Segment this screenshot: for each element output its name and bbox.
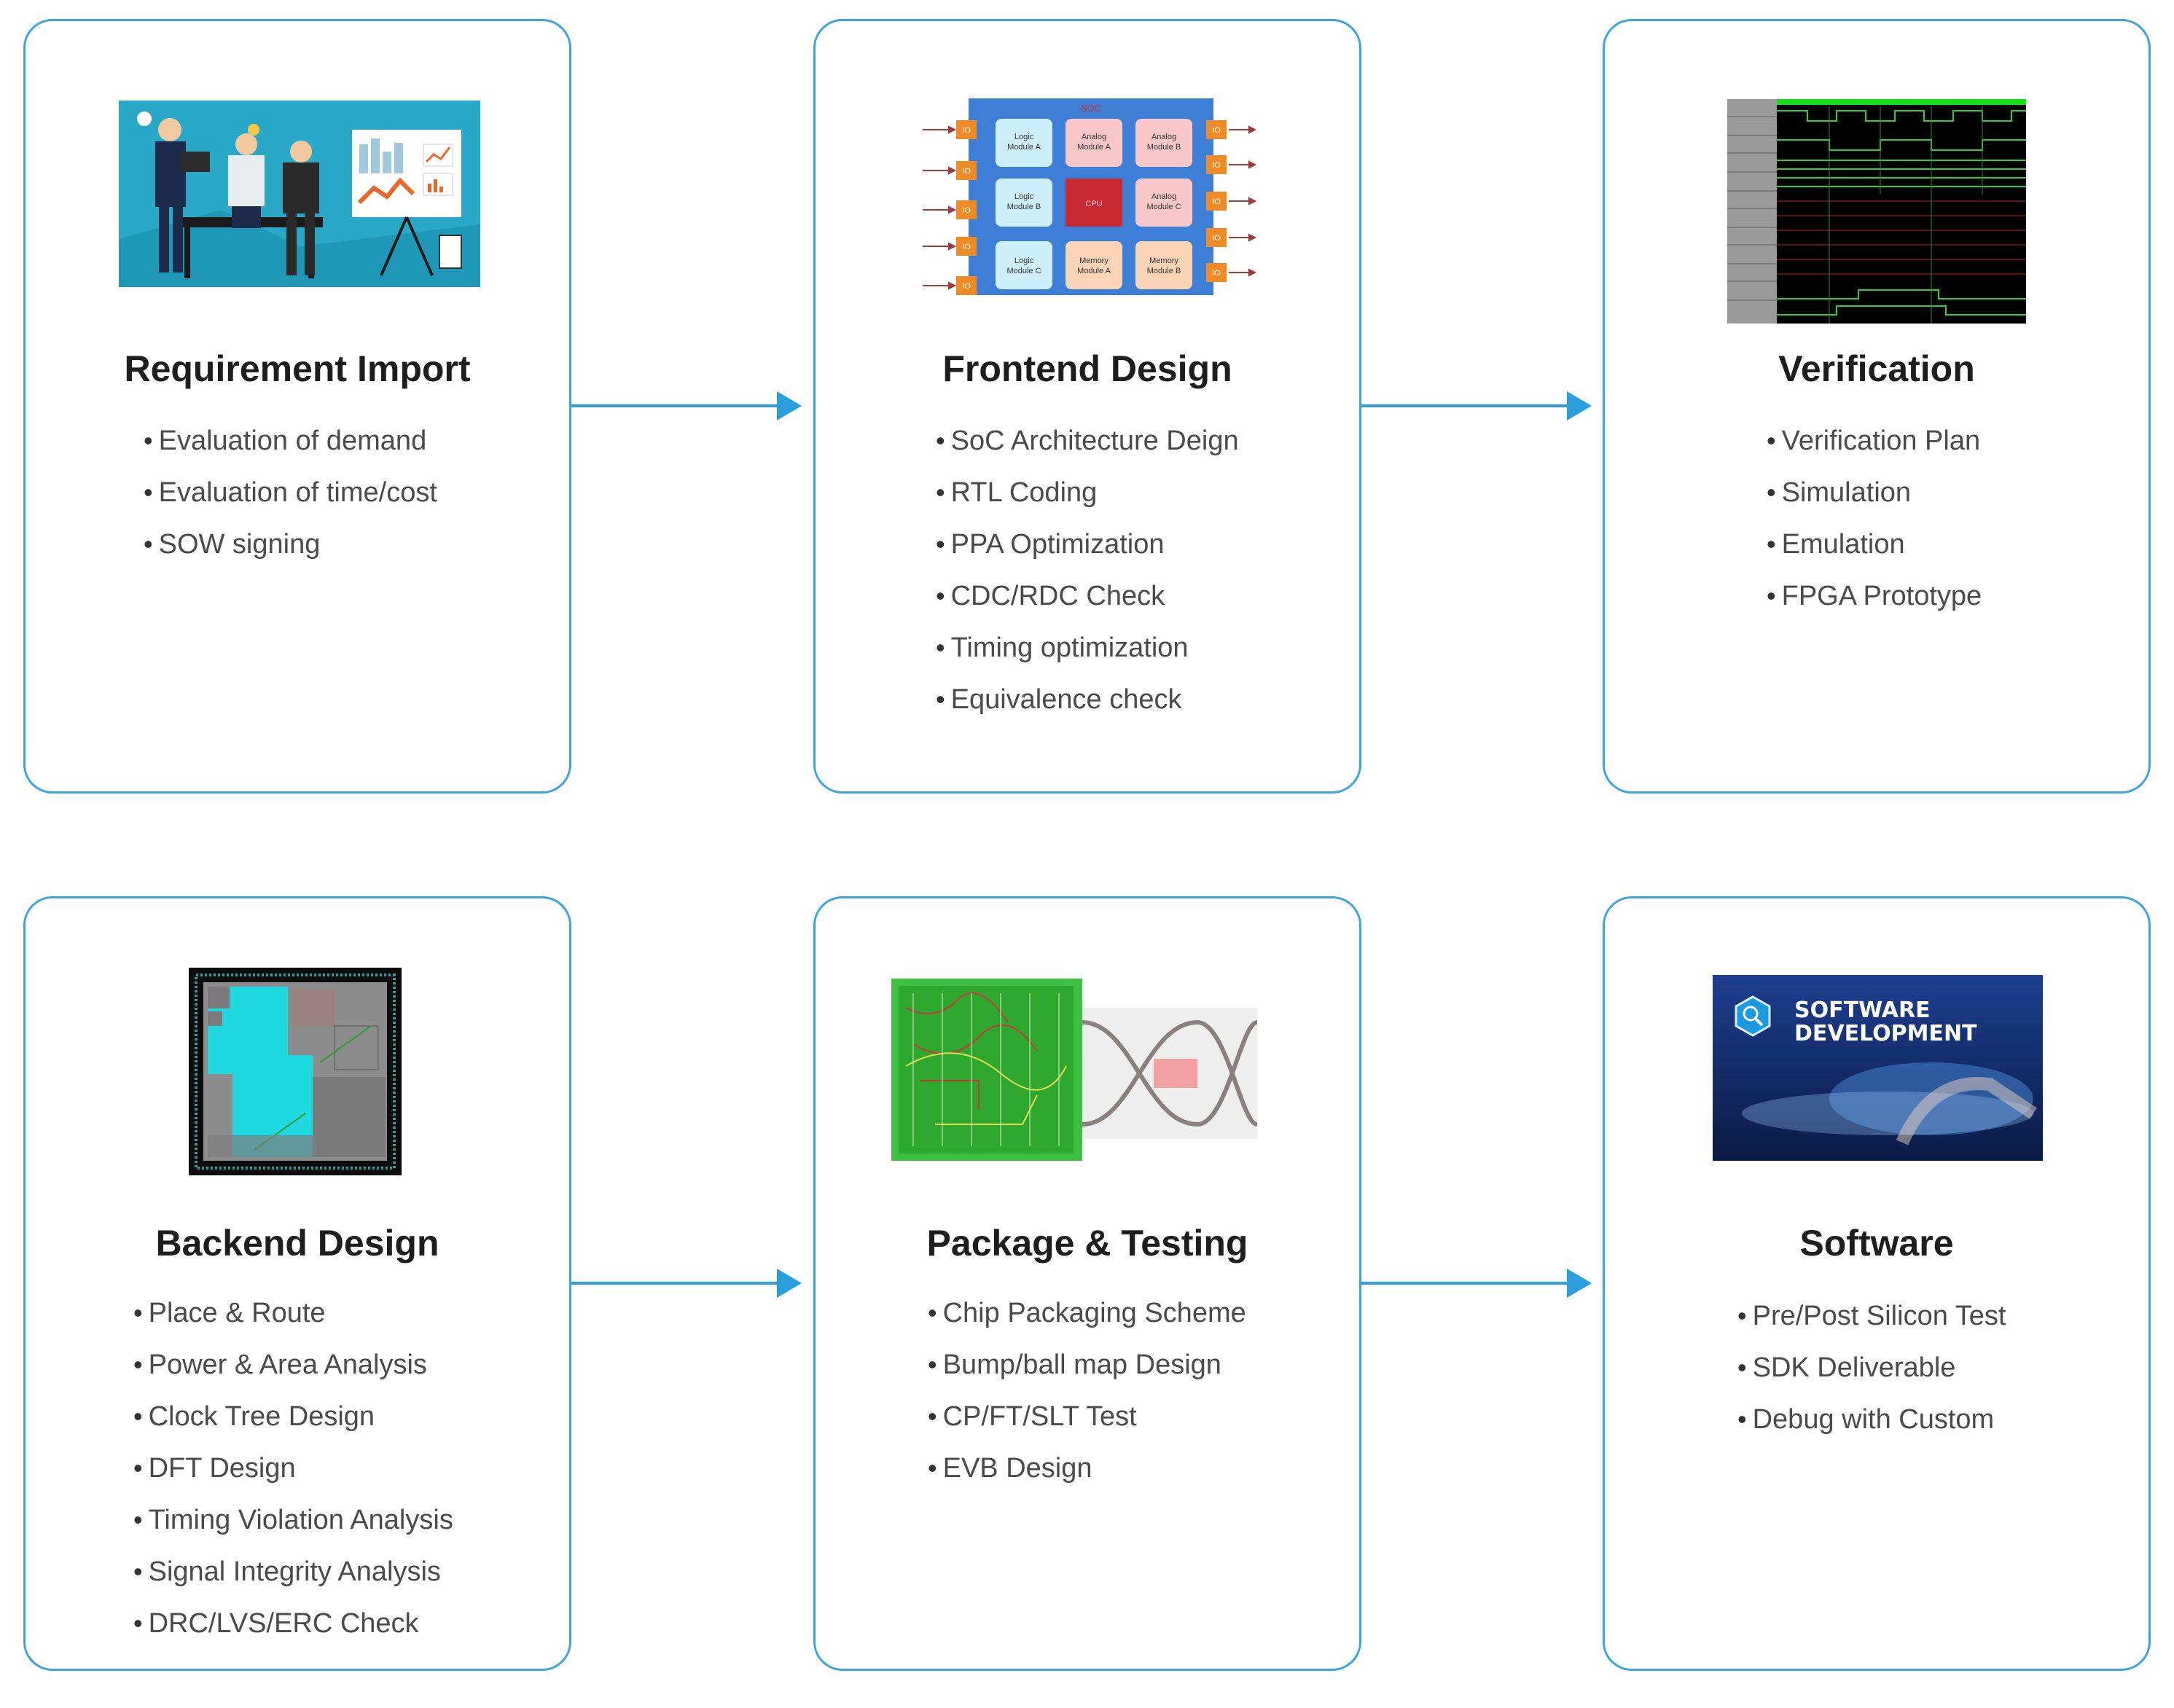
banner-line-1: SOFTWARE [1794, 998, 1931, 1023]
card-title: Backend Design [155, 1223, 439, 1264]
list-item: Debug with Custom [1737, 1393, 2006, 1445]
io-label: IO [962, 243, 971, 251]
io-label: IO [1212, 161, 1221, 170]
list-item: SOW signing [144, 518, 437, 570]
list-item: CP/FT/SLT Test [928, 1390, 1246, 1442]
list-item: Chip Packaging Scheme [928, 1287, 1246, 1339]
list-item: Bump/ball map Design [928, 1339, 1246, 1390]
block-label: Module A [1077, 267, 1111, 275]
flow-arrow [1361, 1269, 1592, 1298]
io-label: IO [1212, 269, 1221, 278]
item-list: Verification Plan Simulation Emulation F… [1767, 415, 1982, 622]
list-item: Timing optimization [936, 622, 1239, 673]
io-label: IO [1212, 234, 1221, 243]
list-item: Pre/Post Silicon Test [1737, 1290, 2006, 1341]
block-label: Module A [1007, 143, 1041, 152]
soc-header-text: SOC [1081, 103, 1101, 114]
list-item: Emulation [1767, 518, 1982, 570]
block-label: Memory [1149, 256, 1178, 265]
block-label: Analog [1151, 192, 1176, 201]
list-item: SoC Architecture Deign [936, 415, 1239, 466]
block-label: Module C [1006, 267, 1041, 275]
list-item: Verification Plan [1767, 415, 1982, 466]
item-list: Pre/Post Silicon Test SDK Deliverable De… [1737, 1290, 2006, 1445]
flow-arrow [1361, 391, 1592, 420]
card-backend-design: Backend Design Place & Route Power & Are… [23, 896, 571, 1671]
list-item: CDC/RDC Check [936, 570, 1239, 622]
list-item: DRC/LVS/ERC Check [133, 1597, 453, 1649]
block-label: Logic [1014, 256, 1034, 265]
card-title: Verification [1778, 348, 1975, 389]
flow-arrow [571, 1269, 802, 1298]
item-list: Place & Route Power & Area Analysis Cloc… [133, 1287, 453, 1649]
list-item: Power & Area Analysis [133, 1339, 453, 1390]
io-label: IO [1212, 126, 1221, 135]
io-label: IO [962, 126, 971, 135]
card-software: SOFTWARE DEVELOPMENT Software Pre/Post S… [1603, 896, 2151, 1671]
card-title: Requirement Import [124, 348, 471, 389]
block-label: Module B [1147, 143, 1181, 152]
banner-line-2: DEVELOPMENT [1794, 1021, 1977, 1046]
block-label: Module A [1077, 143, 1111, 152]
card-title: Software [1799, 1223, 1954, 1264]
list-item: DFT Design [133, 1442, 453, 1494]
card-title: Frontend Design [942, 348, 1232, 389]
list-item: FPGA Prototype [1767, 570, 1982, 622]
business-team-illustration [119, 101, 480, 287]
pcb-eye-diagram-image [891, 979, 1257, 1164]
block-label: Logic [1014, 133, 1034, 141]
item-list: SoC Architecture Deign RTL Coding PPA Op… [936, 415, 1239, 725]
list-item: PPA Optimization [936, 518, 1239, 570]
list-item: Equivalence check [936, 673, 1239, 725]
waveform-screenshot [1727, 99, 2026, 324]
list-item: Signal Integrity Analysis [133, 1546, 453, 1597]
card-title: Package & Testing [926, 1223, 1248, 1264]
card-package-testing: Package & Testing Chip Packaging Scheme … [813, 896, 1361, 1671]
block-label: Module B [1147, 267, 1181, 275]
list-item: Evaluation of time/cost [144, 466, 437, 518]
io-label: IO [962, 167, 971, 176]
io-label: IO [962, 206, 971, 215]
block-label: Module B [1007, 203, 1041, 211]
io-label: IO [1212, 197, 1221, 206]
chip-layout-image [189, 968, 402, 1175]
card-verification: Verification Verification Plan Simulatio… [1603, 19, 2151, 794]
list-item: Clock Tree Design [133, 1390, 453, 1442]
block-label: Logic [1014, 192, 1034, 201]
software-development-banner: SOFTWARE DEVELOPMENT [1713, 975, 2043, 1161]
block-label: Analog [1082, 133, 1106, 141]
list-item: Place & Route [133, 1287, 453, 1339]
io-label: IO [962, 282, 971, 291]
list-item: Simulation [1767, 466, 1982, 518]
block-label: Module C [1146, 203, 1181, 211]
list-item: SDK Deliverable [1737, 1341, 2006, 1393]
list-item: Timing Violation Analysis [133, 1494, 453, 1546]
card-requirement-import: Requirement Import Evaluation of demand … [23, 19, 571, 794]
list-item: RTL Coding [936, 466, 1239, 518]
list-item: Evaluation of demand [144, 415, 437, 466]
flow-arrow [571, 391, 802, 420]
item-list: Chip Packaging Scheme Bump/ball map Desi… [928, 1287, 1246, 1494]
block-label: CPU [1085, 200, 1102, 208]
block-label: Memory [1079, 256, 1108, 265]
block-label: Analog [1151, 133, 1176, 141]
list-item: EVB Design [928, 1442, 1246, 1494]
item-list: Evaluation of demand Evaluation of time/… [144, 415, 437, 570]
